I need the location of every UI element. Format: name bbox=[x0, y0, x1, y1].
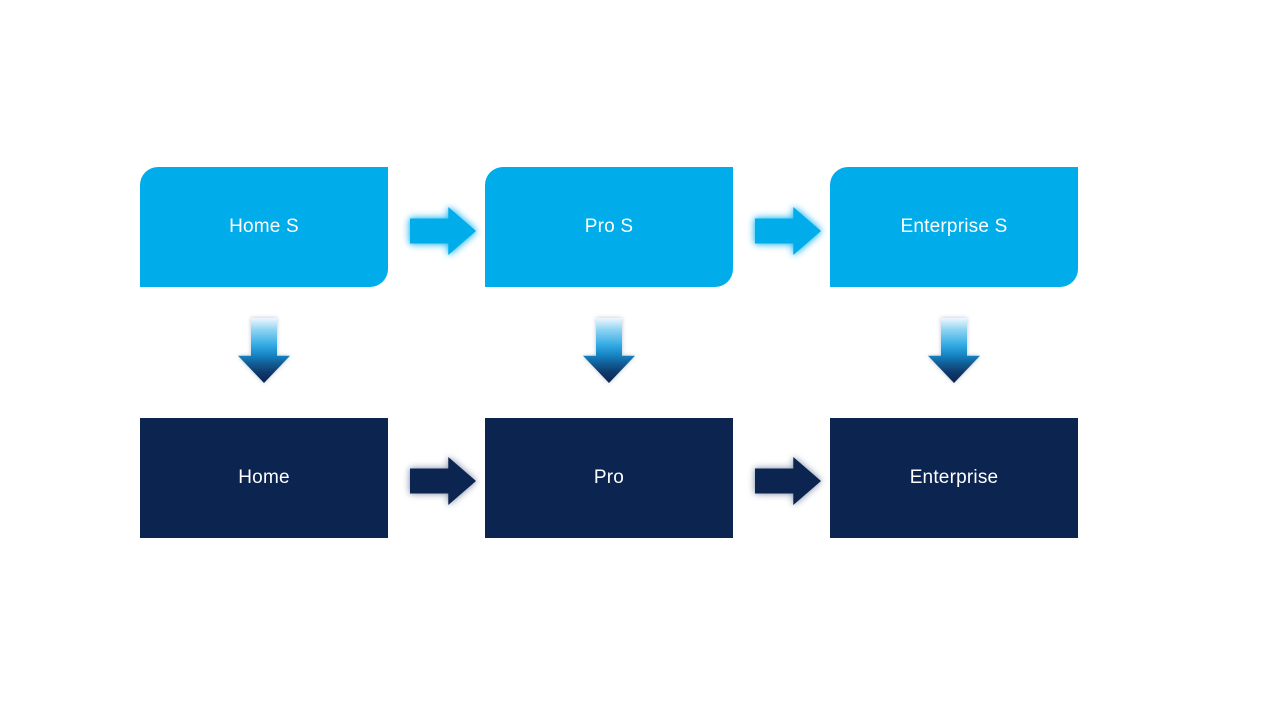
box-home-s-label: Home S bbox=[229, 216, 299, 237]
down-arrow-shape bbox=[238, 318, 290, 383]
right-arrow-icon bbox=[755, 457, 821, 505]
right-arrow-shape bbox=[410, 207, 476, 255]
box-pro: Pro bbox=[485, 418, 733, 538]
right-arrow-shape bbox=[410, 457, 476, 505]
down-arrow-shape bbox=[583, 318, 635, 383]
box-enterprise-label: Enterprise bbox=[909, 467, 999, 488]
down-arrow-icon bbox=[238, 318, 290, 383]
right-arrow-icon bbox=[755, 207, 821, 255]
box-pro-s-label: Pro S bbox=[584, 216, 634, 237]
box-pro-label: Pro bbox=[593, 467, 625, 488]
down-arrow-icon bbox=[928, 318, 980, 383]
box-pro-s: Pro S bbox=[485, 167, 733, 287]
down-arrow-shape bbox=[928, 318, 980, 383]
box-home-label: Home bbox=[238, 467, 290, 488]
box-enterprise-s: Enterprise S bbox=[830, 167, 1078, 287]
box-enterprise-s-label: Enterprise S bbox=[900, 216, 1008, 237]
right-arrow-shape bbox=[755, 207, 821, 255]
box-home: Home bbox=[140, 418, 388, 538]
box-home-s: Home S bbox=[140, 167, 388, 287]
right-arrow-icon bbox=[410, 207, 476, 255]
right-arrow-shape bbox=[755, 457, 821, 505]
right-arrow-icon bbox=[410, 457, 476, 505]
down-arrow-icon bbox=[583, 318, 635, 383]
box-enterprise: Enterprise bbox=[830, 418, 1078, 538]
